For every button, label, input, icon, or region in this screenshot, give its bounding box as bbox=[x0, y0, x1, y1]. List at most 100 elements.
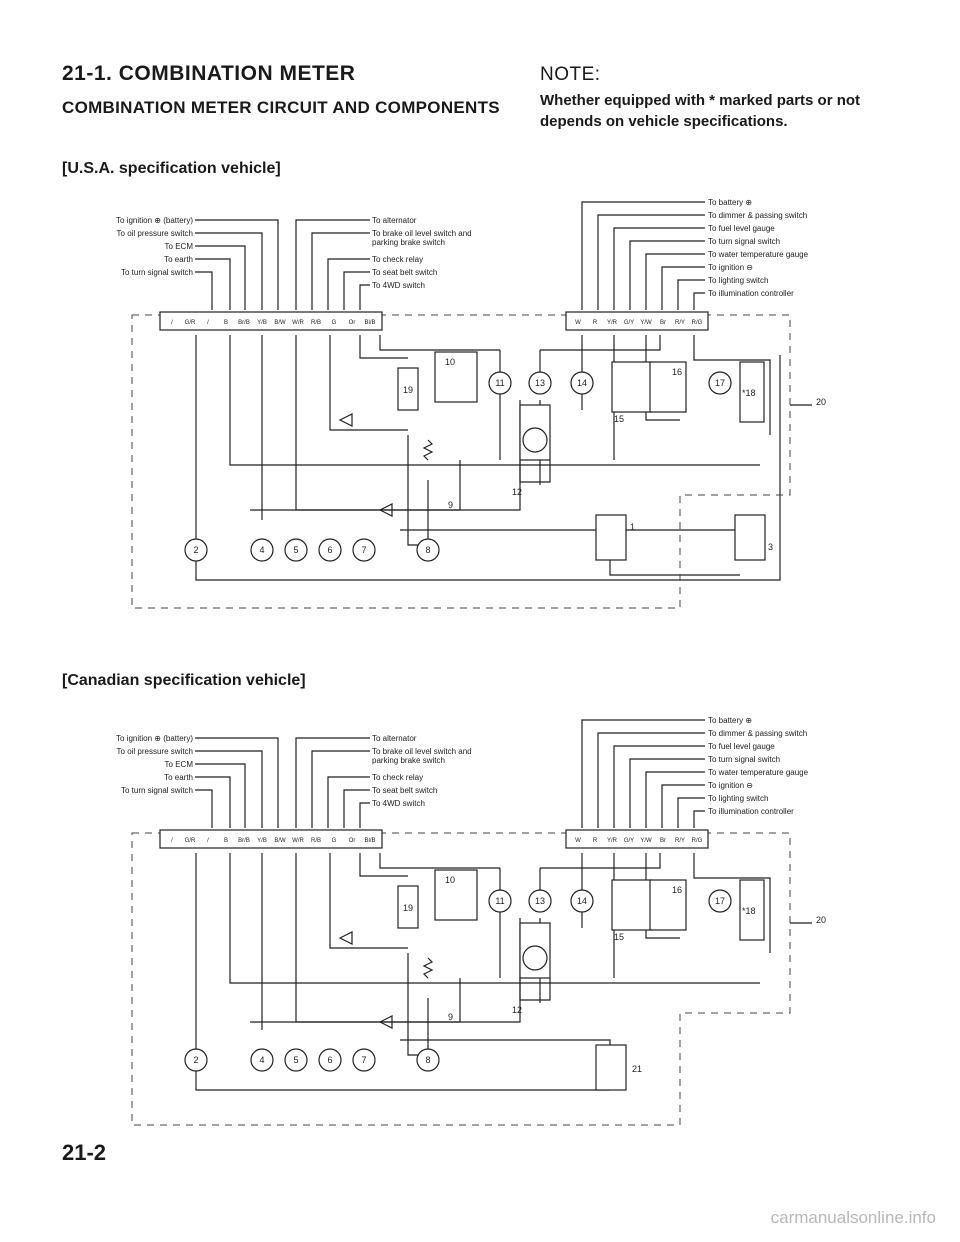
canada-diode-icon bbox=[378, 1015, 393, 1029]
canada-mid-label: To brake oil level switch and bbox=[372, 747, 472, 756]
canada-diagram-label: [Canadian specification vehicle] bbox=[62, 672, 306, 689]
usa-pin-label: Y/R bbox=[607, 320, 618, 326]
usa-callout: 1 bbox=[630, 522, 635, 532]
canada-connector-b bbox=[565, 829, 709, 849]
usa-diagram-label: [U.S.A. specification vehicle] bbox=[62, 160, 281, 177]
canada-left-label: To ignition ⊕ (battery) bbox=[116, 734, 193, 743]
usa-circles bbox=[184, 371, 732, 562]
page-number: 21-2 bbox=[62, 1140, 107, 1165]
usa-right-label: To ignition ⊖ bbox=[708, 263, 753, 272]
canada-pin-label: R bbox=[593, 838, 598, 844]
canada-right-label: To illumination controller bbox=[708, 807, 794, 816]
usa-callout: 9 bbox=[448, 500, 453, 510]
canada-connector-a bbox=[159, 829, 383, 849]
usa-left-label: To ignition ⊕ (battery) bbox=[116, 216, 193, 225]
usa-circle-number: 4 bbox=[259, 545, 264, 555]
usa-switch-box bbox=[734, 514, 766, 561]
note-text: Whether equipped with * marked parts or … bbox=[540, 92, 861, 130]
usa-pin-label: Y/B bbox=[257, 320, 267, 326]
usa-pin-label: / bbox=[207, 320, 209, 326]
canada-left-label: To ECM bbox=[165, 760, 194, 769]
canada-circle-number: 17 bbox=[715, 896, 725, 906]
canada-callout: 12 bbox=[512, 1005, 522, 1015]
canada-circle-number: 13 bbox=[535, 896, 545, 906]
canada-right-label: To dimmer & passing switch bbox=[708, 729, 807, 738]
canada-callout: 15 bbox=[614, 932, 624, 942]
usa-switch-box bbox=[595, 514, 627, 561]
usa-circle-number: 2 bbox=[193, 545, 198, 555]
usa-mid-label: To alternator bbox=[372, 216, 417, 225]
canada-circle-number: 6 bbox=[327, 1055, 332, 1065]
usa-pin-label: G bbox=[332, 320, 337, 326]
usa-circle-number: 13 bbox=[535, 378, 545, 388]
usa-pin-label: W/R bbox=[292, 320, 304, 326]
usa-box-label: 10 bbox=[445, 357, 455, 367]
canada-pin-label: R/Y bbox=[675, 838, 685, 844]
canada-circle-number: 4 bbox=[259, 1055, 264, 1065]
canada-mid-label: To 4WD switch bbox=[372, 799, 425, 808]
canada-circle-number: 7 bbox=[361, 1055, 366, 1065]
usa-component-box bbox=[739, 361, 765, 423]
canada-box-label: 19 bbox=[403, 903, 413, 913]
usa-right-label: To lighting switch bbox=[708, 276, 768, 285]
canada-right-label: To water temperature gauge bbox=[708, 768, 809, 777]
section-title: 21-1. COMBINATION METER bbox=[62, 62, 356, 85]
usa-pin-label: W bbox=[575, 320, 581, 326]
canada-component-box bbox=[739, 879, 765, 941]
usa-circle-number: 5 bbox=[293, 545, 298, 555]
usa-callout: 15 bbox=[614, 414, 624, 424]
canada-pin-label: Br/B bbox=[238, 838, 250, 844]
canada-right-label: To lighting switch bbox=[708, 794, 768, 803]
usa-diode-icon bbox=[338, 413, 353, 427]
usa-diode-icon bbox=[378, 503, 393, 517]
canada-pin-label: R/G bbox=[692, 838, 703, 844]
canada-pin-label: / bbox=[171, 838, 173, 844]
canada-mid-label: To seat belt switch bbox=[372, 786, 437, 795]
canada-pin-label: Br bbox=[660, 838, 666, 844]
usa-pin-label: G/R bbox=[185, 320, 196, 326]
usa-circle-number: 6 bbox=[327, 545, 332, 555]
canada-left-label: To oil pressure switch bbox=[117, 747, 193, 756]
usa-circle-number: 7 bbox=[361, 545, 366, 555]
canada-pin-label: Y/W bbox=[640, 838, 652, 844]
usa-pin-label: G/Y bbox=[624, 320, 634, 326]
usa-right-label: To fuel level gauge bbox=[708, 224, 775, 233]
canada-pin-label: / bbox=[207, 838, 209, 844]
usa-left-label: To oil pressure switch bbox=[117, 229, 193, 238]
usa-box-label: *18 bbox=[742, 388, 756, 398]
usa-wiring-diagram: To ignition ⊕ (battery) To oil pressure … bbox=[116, 198, 826, 609]
canada-right-label: To ignition ⊖ bbox=[708, 781, 753, 790]
canada-left-label: To earth bbox=[164, 773, 193, 782]
usa-circle-number: 11 bbox=[495, 378, 504, 388]
usa-callout: 20 bbox=[816, 397, 826, 407]
usa-pin-label: R/Y bbox=[675, 320, 685, 326]
canada-pin-label: G/R bbox=[185, 838, 196, 844]
canada-circle-number: 5 bbox=[293, 1055, 298, 1065]
canada-component-box bbox=[434, 869, 478, 921]
section-subtitle: COMBINATION METER CIRCUIT AND COMPONENTS bbox=[62, 98, 500, 117]
usa-right-label: To illumination controller bbox=[708, 289, 794, 298]
canada-diode-icon bbox=[338, 931, 353, 945]
canada-circle-number: 2 bbox=[193, 1055, 198, 1065]
canada-resistor-icon bbox=[422, 957, 434, 979]
usa-pin-label: Y/W bbox=[640, 320, 652, 326]
usa-pin-label: Bl/B bbox=[364, 320, 375, 326]
usa-right-label: To battery ⊕ bbox=[708, 198, 752, 207]
usa-mid-label: To 4WD switch bbox=[372, 281, 425, 290]
usa-right-label: To dimmer & passing switch bbox=[708, 211, 807, 220]
canada-switch-box bbox=[595, 1044, 627, 1091]
canada-pin-label: Y/R bbox=[607, 838, 618, 844]
canada-pin-label: W bbox=[575, 838, 581, 844]
usa-pin-label: R/G bbox=[692, 320, 703, 326]
watermark: carmanualsonline.info bbox=[770, 1208, 936, 1227]
canada-circle-number: 14 bbox=[577, 896, 587, 906]
usa-component-box bbox=[434, 351, 478, 403]
usa-pin-label: B bbox=[224, 320, 228, 326]
canada-circle-number: 11 bbox=[495, 896, 504, 906]
usa-box-label: 19 bbox=[403, 385, 413, 395]
usa-box-label: 16 bbox=[672, 367, 682, 377]
usa-circle-number: 14 bbox=[577, 378, 587, 388]
canada-pin-label: Or bbox=[349, 838, 356, 844]
usa-mid-label: To brake oil level switch and bbox=[372, 229, 472, 238]
usa-pin-label: B/W bbox=[274, 320, 286, 326]
